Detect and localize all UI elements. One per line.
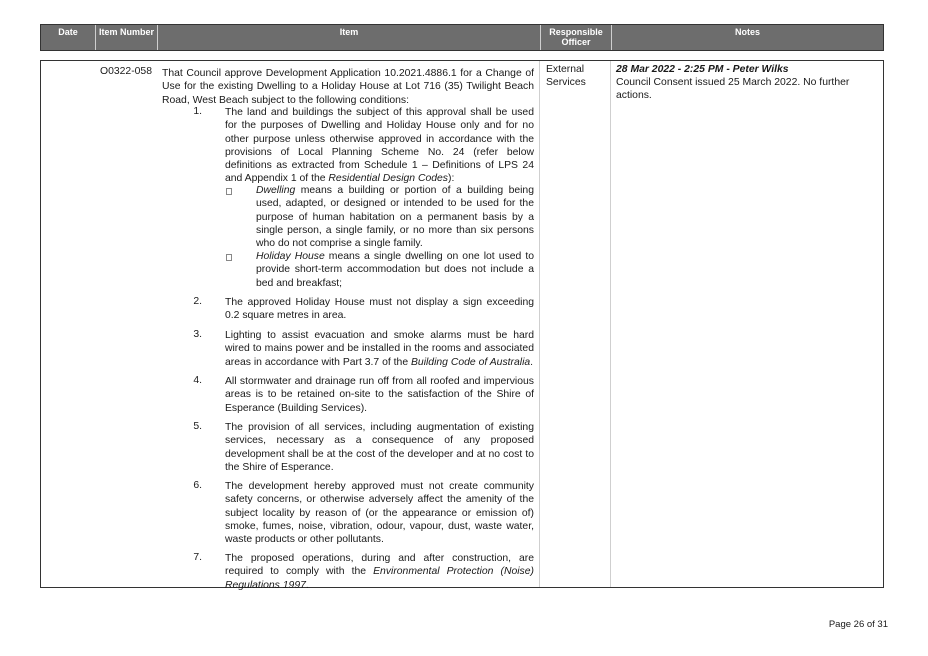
column-divider — [610, 61, 611, 587]
responsible-officer: External Services — [546, 64, 586, 89]
header-item-number: Item Number — [95, 25, 157, 50]
bullet-icon — [226, 254, 232, 261]
condition-number: 3. — [193, 329, 202, 340]
bullet-icon — [226, 188, 232, 195]
table-row — [40, 60, 884, 588]
note-heading: 28 Mar 2022 - 2:25 PM - Peter Wilks — [616, 64, 789, 75]
resolution-intro: That Council approve Development Applica… — [162, 68, 534, 106]
note-text: Council Consent issued 25 March 2022. No… — [616, 77, 850, 102]
page-number: Page 26 of 31 — [828, 619, 888, 630]
condition-4-text: All stormwater and drainage run off from… — [225, 376, 534, 414]
condition-7-text: The proposed operations, during and afte… — [225, 553, 534, 591]
condition-number: 2. — [193, 296, 202, 307]
condition-number: 6. — [193, 480, 202, 491]
condition-6-text: The development hereby approved must not… — [225, 481, 534, 546]
condition-3-text: Lighting to assist evacuation and smoke … — [225, 330, 534, 368]
condition-5-text: The provision of all services, including… — [225, 422, 534, 473]
header-item: Item — [157, 25, 540, 50]
table-header: Date Item Number Item Responsible Office… — [40, 24, 884, 51]
definition-holiday-house: Holiday House means a single dwelling on… — [256, 251, 534, 289]
condition-number: 7. — [193, 552, 202, 563]
condition-number: 4. — [193, 375, 202, 386]
column-divider — [539, 61, 540, 587]
header-responsible-officer: Responsible Officer — [540, 25, 611, 50]
header-notes: Notes — [611, 25, 883, 50]
item-number: O0322-058 — [100, 66, 152, 77]
definition-dwelling: Dwelling means a building or portion of … — [256, 185, 534, 250]
condition-2-text: The approved Holiday House must not disp… — [225, 297, 534, 322]
condition-number: 1. — [193, 106, 202, 117]
condition-number: 5. — [193, 421, 202, 432]
header-date: Date — [58, 27, 78, 37]
condition-1-text: The land and buildings the subject of th… — [225, 107, 534, 185]
